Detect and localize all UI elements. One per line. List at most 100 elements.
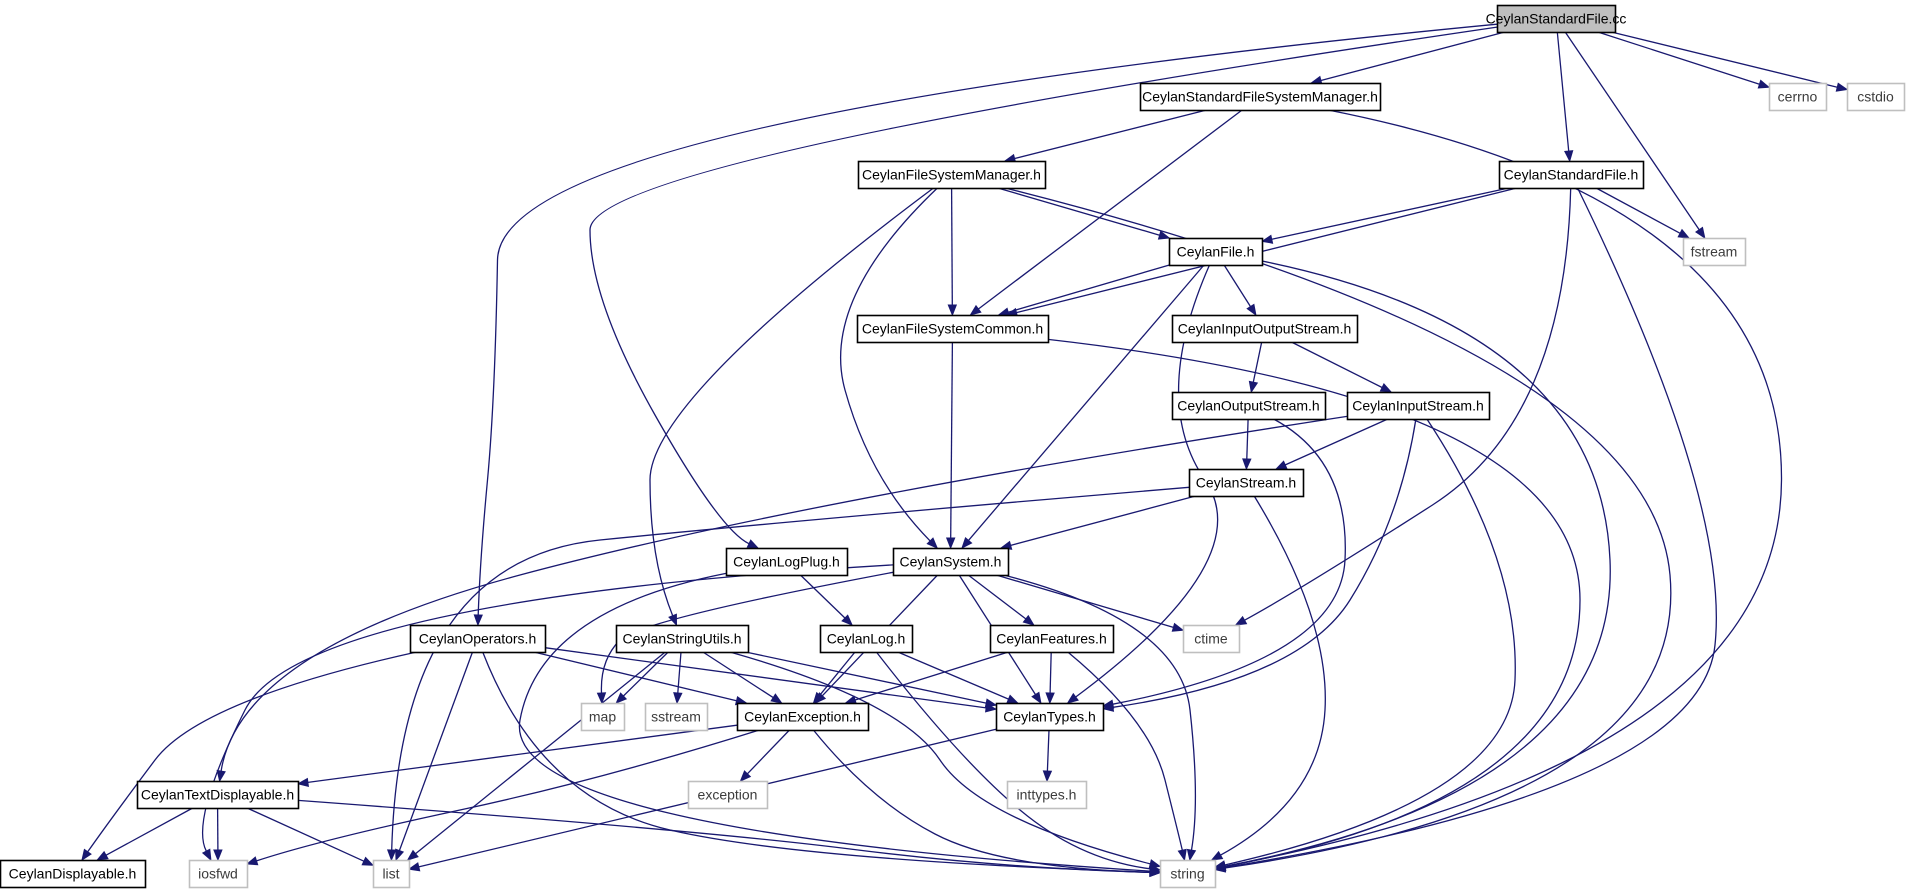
node-string: string: [1159, 859, 1217, 889]
node-label-os: CeylanOutputStream.h: [1177, 398, 1319, 414]
arrowhead-ios-to-os: [1248, 380, 1259, 394]
arrowhead-fsm-to-fsc: [947, 304, 958, 317]
node-box-sf: [1498, 160, 1645, 190]
arrowhead-td-to-iosfwd: [213, 849, 223, 862]
arrowhead-system-to-ctime: [1171, 622, 1185, 632]
arrowhead-system-to-map: [596, 692, 607, 705]
edge-td-to-disp: [105, 807, 194, 856]
edge-exc-to-iosfwd: [256, 729, 760, 862]
arrowhead-stream-to-string: [1210, 850, 1224, 861]
node-box-features: [989, 624, 1115, 654]
node-sfsm[interactable]: CeylanStandardFileSystemManager.h: [1139, 82, 1382, 112]
node-cerrno: cerrno: [1768, 82, 1828, 112]
edge-system-to-string: [1003, 574, 1197, 851]
arrowhead-exc-to-exception: [739, 770, 752, 782]
arrowhead-os-to-stream: [1242, 458, 1252, 471]
arrowhead-cc-to-cerrno: [1757, 79, 1771, 89]
edge-stream-to-string: [1220, 495, 1326, 856]
edge-sf-to-file: [1271, 187, 1509, 240]
node-ios[interactable]: CeylanInputOutputStream.h: [1171, 314, 1359, 344]
arrowhead-td-to-disp: [96, 850, 109, 861]
edge-exc-to-exception: [746, 729, 790, 775]
node-label-log: CeylanLog.h: [827, 631, 906, 647]
node-cc[interactable]: CeylanStandardFile.cc: [1486, 4, 1627, 34]
edge-sfsm-to-fsc: [978, 109, 1243, 310]
node-box-cerrno: [1768, 82, 1828, 112]
node-label-cerrno: cerrno: [1778, 89, 1818, 105]
node-box-ios: [1171, 314, 1359, 344]
node-label-exc: CeylanException.h: [744, 709, 861, 725]
edge-features-to-exc: [854, 651, 1009, 701]
node-box-su: [615, 624, 750, 654]
edge-cc-to-cstdio: [1611, 31, 1838, 88]
node-label-exception: exception: [698, 787, 758, 803]
arrowhead-fsm-to-system: [926, 537, 939, 549]
node-os[interactable]: CeylanOutputStream.h: [1171, 391, 1327, 421]
arrowhead-file-to-types: [1066, 692, 1079, 704]
node-is[interactable]: CeylanInputStream.h: [1346, 391, 1491, 421]
node-label-disp: CeylanDisplayable.h: [9, 866, 137, 882]
edge-is-to-string: [1224, 418, 1516, 866]
node-system[interactable]: CeylanSystem.h: [892, 547, 1010, 577]
node-box-cc: [1496, 4, 1617, 34]
edge-file-to-fsc: [1008, 264, 1170, 313]
node-file[interactable]: CeylanFile.h: [1168, 237, 1264, 267]
arrowhead-system-to-iosfwd: [201, 848, 212, 862]
arrowhead-features-to-string: [1177, 848, 1187, 862]
edge-cc-to-sf: [1556, 31, 1570, 152]
node-box-fsm: [857, 160, 1047, 190]
edge-log-to-exc: [819, 651, 856, 696]
nodes-layer: CeylanStandardFile.ccCeylanStandardFileS…: [0, 4, 1906, 889]
node-log[interactable]: CeylanLog.h: [819, 624, 914, 654]
edge-stream-to-list: [391, 486, 1190, 851]
node-fsm[interactable]: CeylanFileSystemManager.h: [857, 160, 1047, 190]
node-label-map: map: [589, 709, 616, 725]
node-fsc[interactable]: CeylanFileSystemCommon.h: [856, 314, 1050, 344]
node-label-string: string: [1170, 866, 1204, 882]
arrowhead-types-to-inttypes: [1042, 770, 1053, 783]
arrowhead-cc-to-fstream: [1695, 226, 1706, 240]
node-box-string: [1159, 859, 1217, 889]
edge-fsm-to-file: [997, 187, 1160, 236]
node-td[interactable]: CeylanTextDisplayable.h: [136, 780, 300, 810]
node-label-sstream: sstream: [651, 709, 701, 725]
arrowhead-cc-to-sf: [1564, 150, 1574, 163]
edge-logplug-to-log: [799, 574, 846, 619]
edge-ops-to-disp: [87, 651, 417, 853]
node-fstream: fstream: [1682, 237, 1747, 267]
node-box-types: [995, 702, 1105, 732]
node-features[interactable]: CeylanFeatures.h: [989, 624, 1115, 654]
node-label-fstream: fstream: [1691, 244, 1738, 260]
arrowhead-is-to-string: [1213, 860, 1227, 870]
node-sf[interactable]: CeylanStandardFile.h: [1498, 160, 1645, 190]
node-exc[interactable]: CeylanException.h: [736, 702, 870, 732]
arrowhead-su-to-list: [406, 849, 419, 861]
arrowhead-system-to-string: [1186, 848, 1197, 862]
edge-cc-to-sfsm: [1320, 31, 1505, 82]
node-ops[interactable]: CeylanOperators.h: [409, 624, 547, 654]
node-box-file: [1168, 237, 1264, 267]
edge-logplug-to-string: [518, 572, 1151, 872]
node-types[interactable]: CeylanTypes.h: [995, 702, 1105, 732]
node-box-inttypes: [1006, 780, 1088, 810]
node-disp[interactable]: CeylanDisplayable.h: [0, 859, 147, 889]
node-box-fsc: [856, 314, 1050, 344]
node-stream[interactable]: CeylanStream.h: [1188, 468, 1305, 498]
edge-td-to-string: [297, 799, 1151, 874]
edge-exc-to-string: [812, 729, 1151, 874]
node-exception: exception: [687, 780, 769, 810]
node-su[interactable]: CeylanStringUtils.h: [615, 624, 750, 654]
edge-cc-to-ops: [477, 23, 1498, 616]
node-box-sfsm: [1139, 82, 1382, 112]
edge-sf-to-ctime: [1244, 187, 1572, 621]
node-label-file: CeylanFile.h: [1177, 244, 1255, 260]
node-box-map: [580, 702, 626, 732]
node-box-list: [372, 859, 411, 889]
arrowhead-log-to-types: [1006, 694, 1019, 704]
edge-file-to-string: [1224, 260, 1611, 867]
edge-features-to-string: [1067, 651, 1183, 851]
node-logplug[interactable]: CeylanLogPlug.h: [725, 547, 849, 577]
edge-is-to-stream: [1285, 418, 1389, 466]
arrowhead-sf-to-ctime: [1234, 615, 1248, 626]
arrowhead-features-to-types: [1045, 692, 1055, 705]
